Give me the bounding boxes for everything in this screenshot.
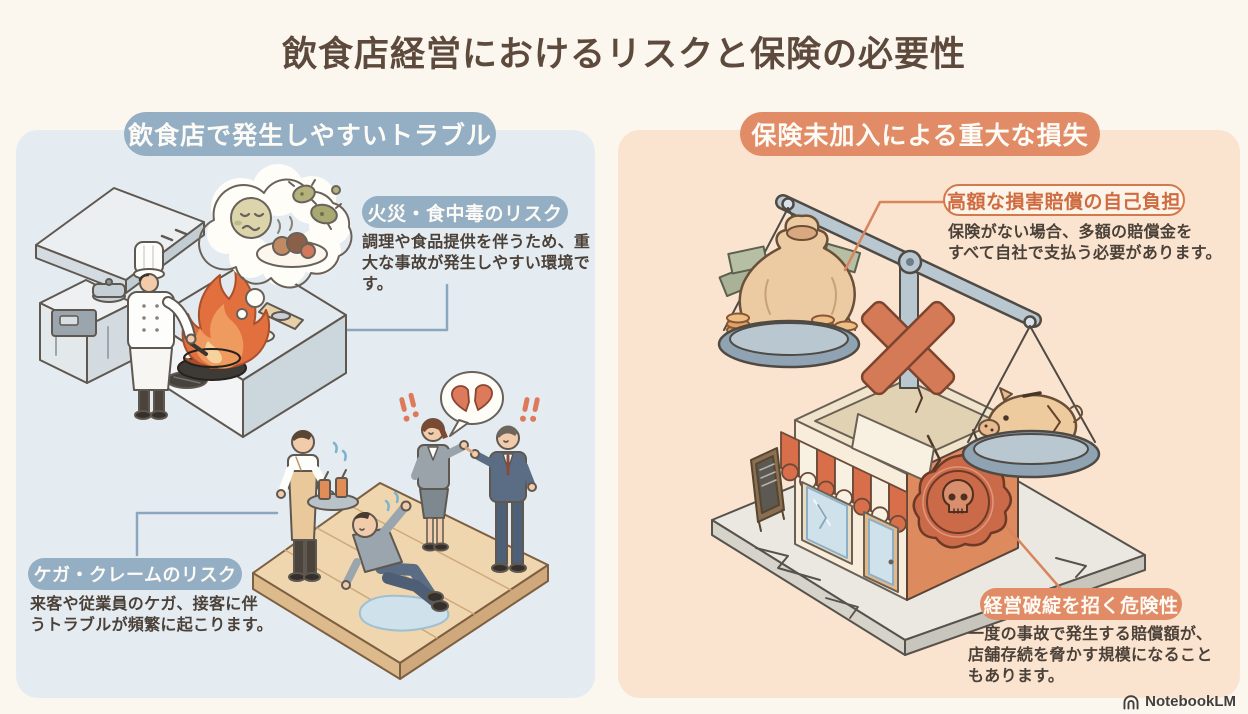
kitchen-trouble-illustration [35, 164, 549, 680]
uninsured-loss-illustration [711, 194, 1146, 656]
burning-pan-icon [177, 269, 271, 381]
drink-tray-icon [307, 469, 359, 511]
piggy-bank-pan-icon [961, 315, 1101, 479]
left-panel-header-badge: 飲食店で発生しやすいトラブル [124, 112, 496, 156]
chef-icon [127, 241, 197, 420]
injury-callout-connector [135, 511, 279, 557]
left-panel: 火災・食中毒のリスク 調理や食品提供を伴うため、重 大な事故が発生しやすい環境で… [16, 130, 595, 698]
arguing-woman-icon [411, 418, 469, 552]
germ-icon [288, 179, 342, 230]
injury-claim-label: ケガ・クレームのリスク [28, 558, 242, 590]
sidewalk-sign-icon [750, 447, 785, 532]
fire-callout-connector [331, 283, 449, 332]
store-window-icon [801, 481, 853, 565]
right-panel-header-badge: 保険未加入による重大な損失 [740, 112, 1100, 156]
skull-seal-icon [912, 453, 1012, 549]
compensation-label: 高額な損害賠償の自己負担 [943, 184, 1185, 216]
injury-claim-description: 来客や従業員のケガ、接客に伴 うトラブルが頻繁に起こります。 [30, 596, 273, 635]
broken-heart-speech-bubble-icon [440, 371, 504, 437]
bankruptcy-description: 一度の事故で発生する賠償額が、 店舗存続を脅かす規模になること もあります。 [968, 626, 1213, 686]
fire-risk-label: 火災・食中毒のリスク [362, 196, 568, 228]
sick-face-icon [230, 197, 272, 239]
scale-beam [775, 194, 1042, 328]
damages-money-pan-icon [717, 197, 862, 369]
x-mark-icon [860, 300, 956, 396]
notebooklm-logo-icon [1123, 694, 1139, 709]
notebooklm-attribution: NotebookLM [1122, 693, 1236, 710]
exhaust-hood-icon [35, 187, 205, 294]
arguing-man-icon [464, 425, 537, 573]
water-puddle-icon [358, 594, 450, 632]
page-title: 飲食店経営におけるリスクと保険の必要性 [281, 35, 966, 74]
slipped-customer-icon [341, 491, 449, 612]
bankruptcy-label: 経営破綻を招く危険性 [980, 588, 1182, 620]
spoiled-food-plate-icon [256, 216, 328, 268]
compensation-description: 保険がない場合、多額の賠償金を すべて自社で支払う必要があります。 [948, 224, 1222, 263]
bankruptcy-callout-connector [1005, 525, 1062, 590]
compensation-callout-connector [843, 200, 947, 272]
right-panel: 高額な損害賠償の自己負担 保険がない場合、多額の賠償金を すべて自社で支払う必要… [618, 130, 1240, 698]
kitchen-counter-icon [39, 278, 134, 384]
waiter-with-tray-icon [276, 430, 359, 582]
brand-name: NotebookLM [1145, 693, 1236, 710]
store-door-icon [863, 511, 899, 593]
exclamation-marks-icon [399, 392, 540, 422]
flame-core [204, 341, 222, 364]
fire-risk-description: 調理や食品提供を伴うため、重 大な事故が発生しやすい環境で す。 [362, 234, 591, 294]
food-poisoning-thought-bubble-icon [198, 164, 353, 320]
